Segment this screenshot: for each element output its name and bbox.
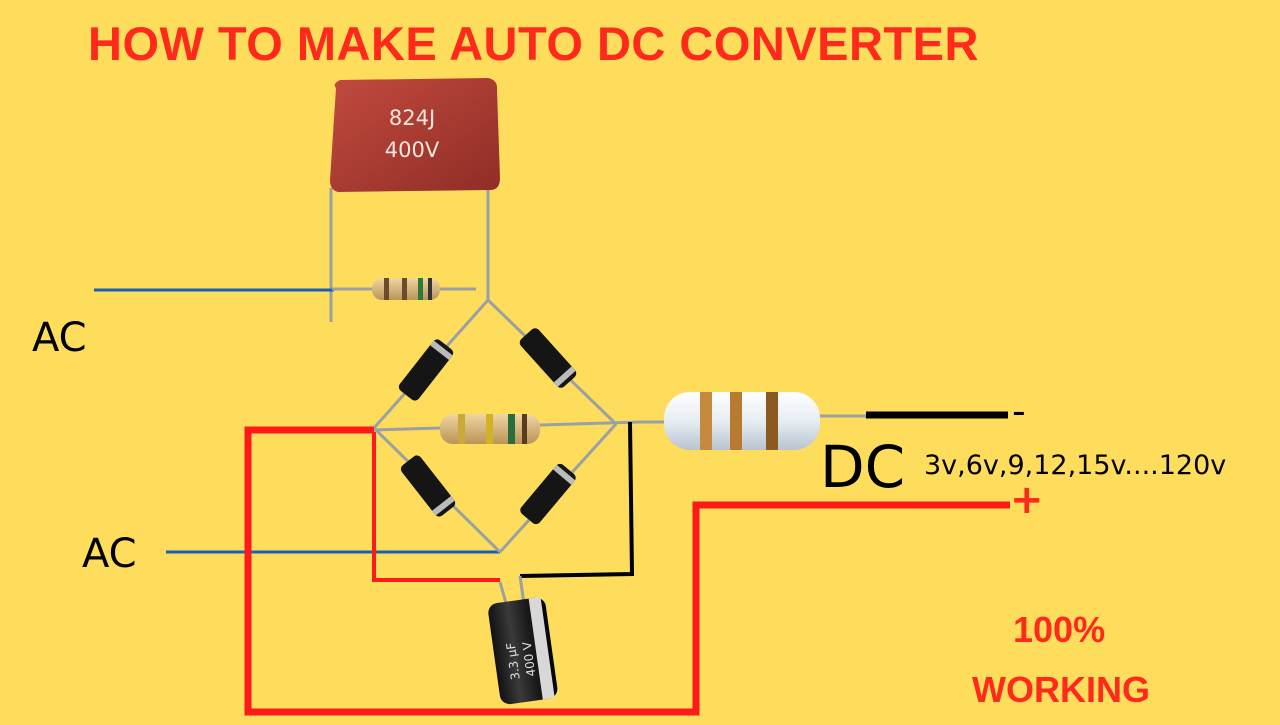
diode-top-right xyxy=(519,328,577,388)
elco-label-2: 400 V xyxy=(520,640,539,677)
voltage-range-label: 3v,6v,9,12,15v....120v xyxy=(924,450,1227,481)
diode-bottom-left xyxy=(400,455,456,517)
plus-sign: + xyxy=(1010,477,1044,523)
minus-sign: - xyxy=(1012,389,1026,433)
working-badge-line2: WORKING xyxy=(972,669,1150,710)
ac-label-bottom: AC xyxy=(82,531,137,577)
ac-label-top: AC xyxy=(32,315,87,361)
small-resistor-top xyxy=(372,278,440,300)
dc-label: DC xyxy=(820,433,906,501)
black-wire xyxy=(519,421,635,578)
film-cap-label-2: 400V xyxy=(385,138,440,162)
big-resistor xyxy=(664,392,820,450)
small-resistor-middle xyxy=(440,414,540,444)
film-cap-label-1: 824J xyxy=(389,106,435,130)
diode-top-left xyxy=(398,339,454,401)
elco-label-1: 3.3 µF xyxy=(504,642,523,681)
film-capacitor: 824J 400V xyxy=(330,78,500,192)
page-title: HOW TO MAKE AUTO DC CONVERTER xyxy=(88,17,979,70)
electrolytic-capacitor: 3.3 µF 400 V xyxy=(488,596,558,705)
red-wires xyxy=(244,426,1010,716)
diode-bottom-right xyxy=(520,463,576,525)
working-badge-line1: 100% xyxy=(1013,609,1106,650)
